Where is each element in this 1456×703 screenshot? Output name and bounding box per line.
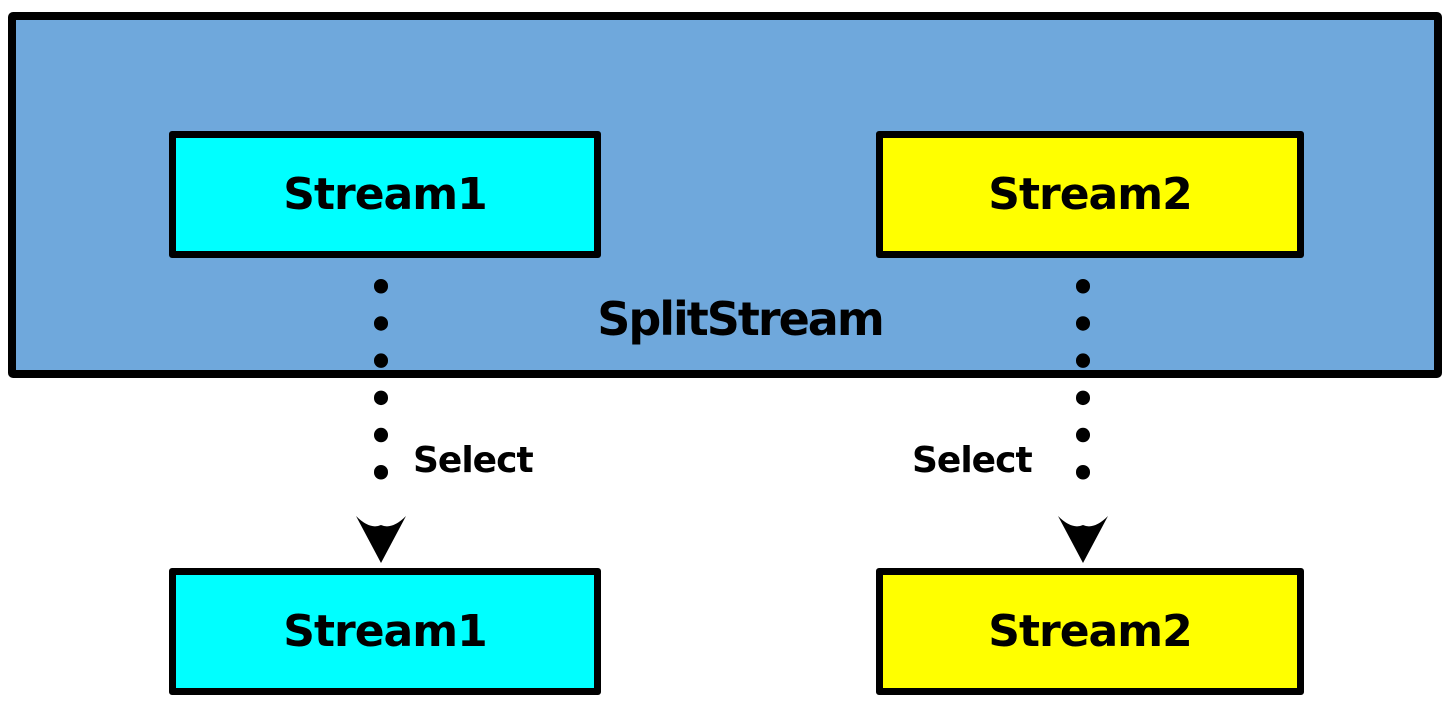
- stream2-box-bottom: Stream2: [876, 568, 1304, 695]
- stream1-box-bottom: Stream1: [169, 568, 601, 695]
- stream2-bottom-label: Stream2: [988, 606, 1192, 657]
- stream1-box-top: Stream1: [169, 131, 601, 258]
- select-label-right: Select: [912, 440, 1033, 481]
- splitstream-label: SplitStream: [597, 292, 885, 346]
- arrowhead-down-right-icon: [1058, 516, 1108, 563]
- arrowhead-down-left-icon: [356, 516, 406, 563]
- stream2-top-label: Stream2: [988, 169, 1192, 220]
- stream2-box-top: Stream2: [876, 131, 1304, 258]
- stream1-bottom-label: Stream1: [283, 606, 487, 657]
- select-label-left: Select: [413, 440, 534, 481]
- stream1-top-label: Stream1: [283, 169, 487, 220]
